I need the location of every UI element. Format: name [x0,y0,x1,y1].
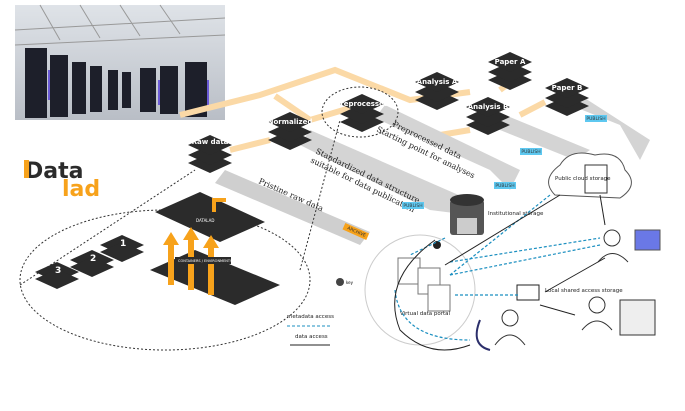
access-arrows [394,194,606,351]
svg-text:lad: lad [62,177,100,202]
svg-text:PUBLISH: PUBLISH [495,183,514,189]
containers-label: CONTAINERS / ENVIRONMENTS [178,259,233,263]
svg-text:Preprocessed: Preprocessed [335,100,389,108]
stack-paper-a: Paper A [488,52,532,90]
legend: metadata access data access [287,314,334,346]
institutional-storage: Institutional storage [450,194,544,235]
stack-analysis-b: Analysis B [466,97,510,135]
people-icons [475,229,661,351]
stack-raw-data: Raw data [188,135,232,173]
containers-label-band [175,257,231,264]
svg-text:PUBLISH: PUBLISH [521,149,540,155]
svg-text:Paper A: Paper A [495,58,526,66]
nested-datasets: 1 2 3 DATALAD CONTAINERS / ENVIRONMENTS … [35,192,280,305]
archive-tag [342,222,370,240]
svg-text:Analysis B: Analysis B [468,103,509,111]
svg-text:Analysis A: Analysis A [417,78,458,86]
svg-text:Paper B: Paper B [552,84,583,92]
public-cloud-storage: Public cloud storage [548,152,632,199]
stack-paper-b: Paper B [545,78,589,116]
dataset-stacks: Raw data Normalized Preprocessed Analysi… [188,52,589,173]
key-icon: key [336,278,354,286]
svg-text:Raw data: Raw data [192,138,229,146]
virtual-data-portal: Virtual data portal [364,234,476,346]
svg-text:processing code: processing code [235,259,263,263]
svg-text:1: 1 [120,239,126,249]
svg-text:Local shared access storage: Local shared access storage [545,288,623,294]
svg-text:metadata access: metadata access [287,314,334,320]
stack-preprocessed: Preprocessed [335,94,389,132]
publish-tags [402,115,607,209]
svg-text:Normalized: Normalized [268,118,313,126]
local-shared-storage: Local shared access storage [516,284,623,301]
svg-text:key: key [346,280,354,285]
svg-text:Virtual data portal: Virtual data portal [400,311,451,317]
svg-text:PUBLISH: PUBLISH [586,116,605,122]
svg-text:PUBLISH: PUBLISH [403,203,422,209]
svg-text:3: 3 [55,266,61,276]
svg-text:DATALAD: DATALAD [196,218,214,223]
datalad-logo: Data lad [24,159,100,202]
key-icon-2 [433,241,441,249]
svg-text:Public cloud storage: Public cloud storage [555,176,611,182]
svg-text:2: 2 [90,254,96,264]
datalad-platform [155,192,265,242]
svg-text:data access: data access [295,334,328,340]
supercomputer-photo [14,4,226,120]
svg-text:Data: Data [25,159,83,184]
stack-normalized: Normalized [268,112,313,150]
svg-text:Institutional storage: Institutional storage [488,211,544,217]
stack-analysis-a: Analysis A [415,72,459,110]
